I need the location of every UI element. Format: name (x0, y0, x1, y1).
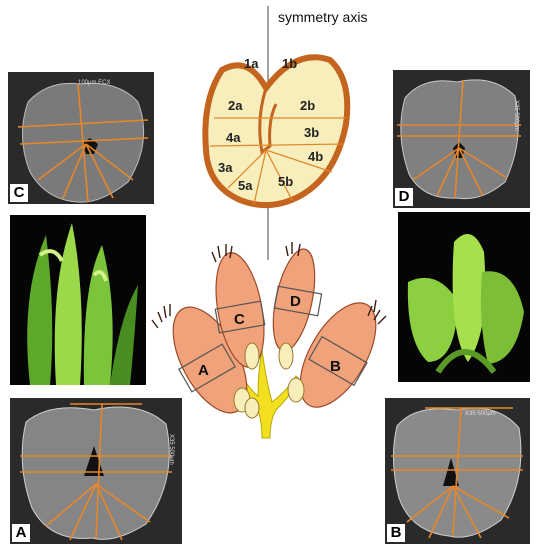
panel-d-sem-image: X35 500µm D (393, 70, 530, 208)
awn-tips (151, 242, 387, 329)
floret-b (299, 302, 377, 408)
panel-a-sem-image: X35 500µm A (10, 398, 182, 544)
crease-outline (258, 87, 278, 155)
section-box-c (214, 300, 266, 334)
panel-b-scale-text: X35 500µm (465, 411, 496, 417)
panel-a-cross-section: X35 500µm (20, 403, 174, 541)
spike-photo-right (398, 212, 530, 382)
section-label-4b: 4b (308, 149, 323, 164)
box-label-d: D (290, 293, 301, 310)
panel-c-cross-section: 100µm ECX (17, 80, 149, 203)
panel-b-sem-image: X35 500µm B (385, 398, 530, 544)
panel-b-cross-section: X35 500µm (391, 407, 523, 539)
panel-d-cross-section: X35 500µm (397, 79, 521, 200)
section-label-1a: 1a (244, 56, 259, 71)
panel-b-letter: B (387, 524, 405, 542)
section-label-3b: 3b (304, 125, 319, 140)
section-label-3a: 3a (218, 160, 233, 175)
small-grains (233, 342, 305, 419)
box-label-b: B (330, 358, 341, 375)
panel-c-scale-text: 100µm ECX (78, 80, 110, 86)
panel-a-scale-text: X35 500µm (168, 434, 174, 465)
green-spike-illustration-left (27, 223, 138, 385)
section-label-2b: 2b (300, 98, 315, 113)
section-box-d (273, 285, 323, 317)
panel-d-scale-text: X35 500µm (513, 100, 519, 131)
panel-c-letter: C (10, 184, 28, 202)
green-spike-illustration-right (407, 234, 524, 374)
section-box-b (308, 335, 368, 387)
section-label-4a: 4a (226, 130, 241, 145)
panel-c-sem-image: 100µm ECX C (8, 72, 154, 204)
section-label-2a: 2a (228, 98, 243, 113)
symmetry-axis-label: symmetry axis (278, 9, 367, 25)
panel-d-letter: D (395, 188, 413, 206)
box-label-c: C (234, 311, 245, 328)
section-lines (209, 117, 346, 205)
section-label-5a: 5a (238, 178, 253, 193)
panel-a-letter: A (12, 524, 30, 542)
grain-outline (202, 54, 351, 209)
section-box-a (178, 343, 236, 393)
box-label-a: A (198, 362, 209, 379)
spike-photo-left (10, 215, 146, 385)
section-label-1b: 1b (282, 56, 297, 71)
section-label-5b: 5b (278, 174, 293, 189)
